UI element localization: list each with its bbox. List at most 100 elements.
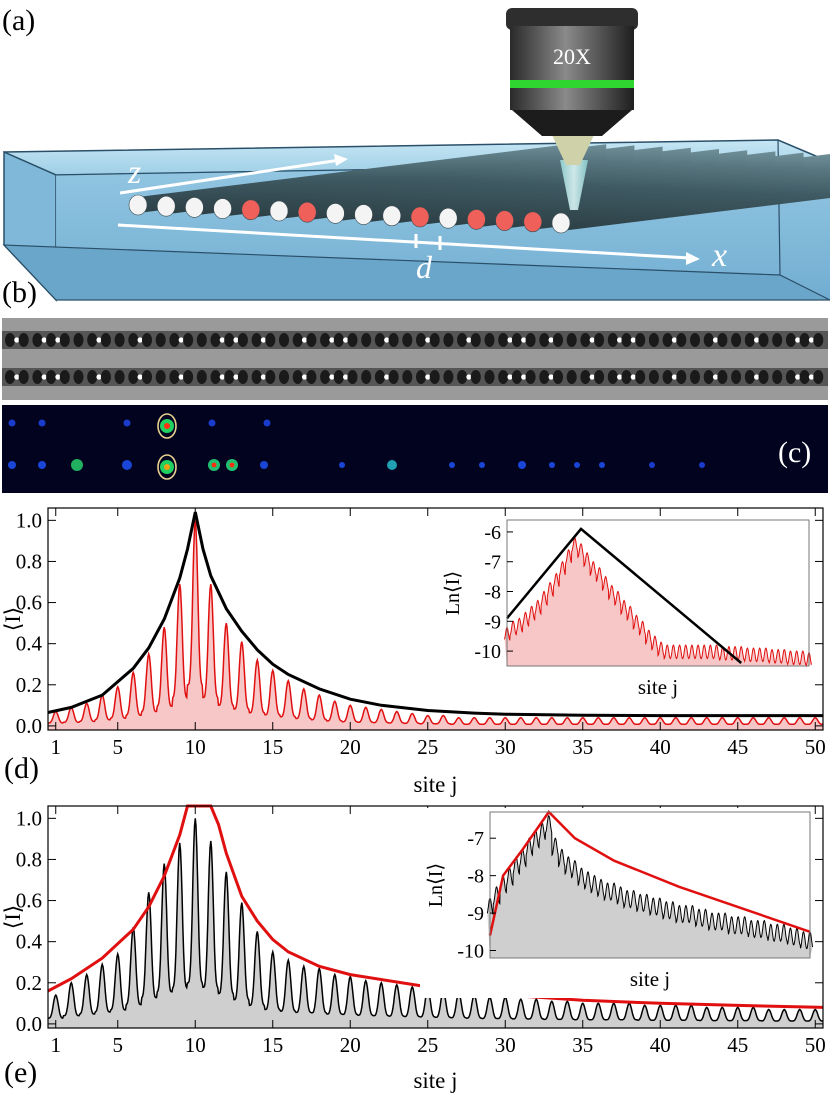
inset-y-tick-label: -8 [467,866,484,888]
x-tick-label: 5 [113,1033,124,1057]
waveguide-dark-spot [237,370,248,384]
waveguide-bright-spot [808,374,815,380]
waveguide-dark-spot [155,333,166,347]
y-axis-label: ⟨I⟩ [0,607,25,632]
waveguide-dark-spot [457,370,468,384]
x-tick-label: 5 [113,735,124,759]
waveguide-dark-spot [292,333,303,347]
waveguide-dark-spot [511,333,522,347]
x-tick-label: 30 [495,735,516,759]
microscope-objective-icon: 20X [506,8,638,210]
waveguide-bright-spot [55,374,61,380]
waveguide-dark-spot [196,333,207,347]
waveguide-dark-spot [320,370,331,384]
waveguide-facet [410,206,430,228]
waveguide-dark-spot [374,370,385,384]
z-axis-label: z [127,154,141,191]
waveguide-dark-spot [484,333,495,347]
light-spot [164,423,170,429]
inset-y-tick-label: -10 [474,641,501,663]
waveguide-facet [326,203,345,224]
waveguide-bright-spot [96,374,102,380]
waveguide-bright-spot [233,374,239,380]
waveguide-dark-spot [333,333,344,347]
waveguide-dark-spot [416,333,426,347]
waveguide-dark-spot [635,333,646,347]
panel-label-c: (c) [778,436,812,469]
waveguide-bright-spot [507,374,513,380]
x-axis-label: site j [413,772,457,797]
waveguide-dark-spot [265,370,276,384]
panel-label-e: (e) [4,1056,38,1089]
waveguide-dark-spot [402,333,413,347]
waveguide-dark-spot [744,333,755,347]
input-site-marker [157,454,177,480]
waveguide-bright-spot [425,337,431,343]
waveguide-dark-spot [46,370,57,384]
intensity-image-strip [2,405,828,493]
waveguide-bright-spot [589,374,595,380]
waveguide-dark-spot [292,370,303,384]
waveguide-facet [382,205,402,227]
waveguide-dark-spot [690,333,700,347]
waveguide-dark-spot [457,333,468,347]
waveguide-dark-spot [566,370,577,384]
y-tick-label: 0.4 [16,632,43,656]
waveguide-dark-spot [580,370,591,384]
y-tick-label: 0.2 [16,673,42,697]
microscope-image-strip [2,318,828,400]
waveguide-dark-spot [128,333,139,347]
waveguide-bright-spot [617,337,623,343]
inset-y-tick-label: -6 [484,522,501,544]
y-tick-label: 1.0 [16,806,42,830]
waveguide-dark-spot [484,370,495,384]
waveguide-facet [156,195,176,217]
waveguide-dark-spot [210,370,221,384]
waveguide-bright-spot [617,374,623,380]
inset-y-axis-label: Ln⟨I⟩ [442,571,464,615]
waveguide-dark-spot [347,333,358,347]
waveguide-bright-spot [260,337,266,343]
inset-y-tick-label: -7 [484,552,501,574]
x-tick-label: 50 [805,1033,826,1057]
x-tick-label: 10 [185,735,206,759]
y-tick-label: 0.0 [16,1012,42,1036]
y-tick-label: 0.6 [16,889,42,913]
waveguide-facet [269,200,289,222]
waveguide-bright-spot [425,374,431,380]
waveguide-dark-spot [5,333,15,347]
waveguide-bright-spot [219,337,225,343]
waveguide-dark-spot [785,333,796,347]
inset-x-axis-label: site j [638,675,678,699]
waveguide-dark-spot [18,370,29,384]
waveguide-dark-spot [114,333,125,347]
y-tick-label: 0.8 [16,549,42,573]
waveguide-bright-spot [96,337,102,343]
waveguide-facet [354,204,373,225]
waveguide-bright-spot [178,337,184,343]
waveguide-bright-spot [343,337,349,343]
waveguide-bright-spot [630,337,636,343]
waveguide-dark-spot [128,370,139,384]
waveguide-rods [128,143,830,234]
waveguide-dark-spot [621,333,632,347]
waveguide-dark-spot [279,370,289,384]
waveguide-bright-spot [521,337,527,343]
waveguide-bright-spot [671,374,678,380]
y-tick-label: 1.0 [16,508,42,532]
inset-frame [506,519,810,667]
waveguide-bright-spot [14,374,20,380]
waveguide-dark-spot [73,370,84,384]
waveguide-bright-spot [712,337,719,343]
waveguide-bright-spot [548,337,554,343]
x-tick-label: 40 [650,1033,671,1057]
inset-guide-line [488,810,811,936]
x-axis-arrow [117,223,691,260]
inset-fill [487,815,813,958]
x-tick-label: 25 [417,1033,438,1057]
light-spot [229,462,235,468]
waveguide-dark-spot [87,370,98,384]
glass-bottom-edge [2,244,830,301]
waveguide-dark-spot [279,333,289,347]
